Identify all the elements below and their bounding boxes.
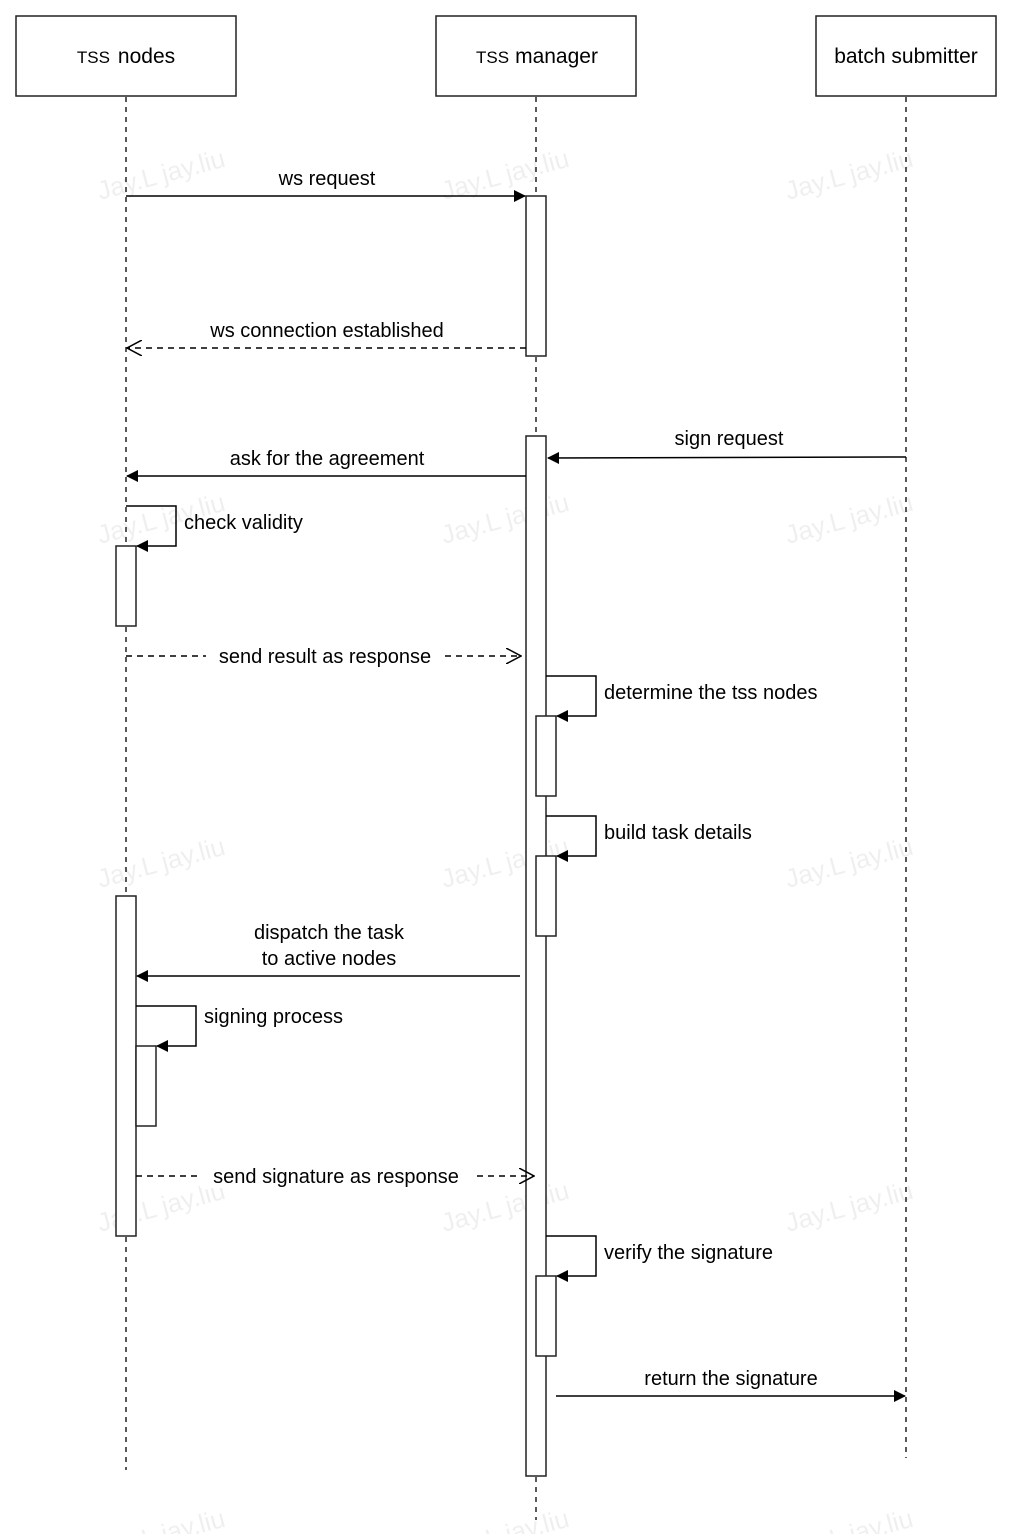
message-ws-request[interactable]: ws request	[126, 168, 526, 202]
message-dispatch-task[interactable]: dispatch the task to active nodes	[136, 922, 520, 982]
participant-box	[435, 15, 637, 97]
participant-submitter[interactable]: batch submitter	[815, 15, 997, 97]
message-label-line2: to active nodes	[262, 948, 397, 970]
watermark-text: Jay.L jay.liu	[94, 1503, 228, 1534]
message-label: send result as response	[219, 646, 431, 668]
message-return-signature[interactable]: return the signature	[556, 1368, 906, 1402]
message-arrow	[547, 451, 907, 464]
watermark-text: Jay.L jay.liu	[438, 487, 572, 550]
message-label: determine the tss nodes	[604, 682, 817, 704]
message-send-signature[interactable]: send signature as response	[136, 1164, 534, 1188]
activation-manager-determine[interactable]	[535, 715, 557, 797]
message-label: ws request	[278, 168, 376, 190]
message-label: build task details	[604, 822, 752, 844]
message-label: sign request	[675, 428, 784, 450]
message-label: signing process	[204, 1006, 343, 1028]
lifelines	[125, 97, 907, 1520]
message-label: ask for the agreement	[230, 448, 425, 470]
label-background	[206, 644, 444, 668]
participant-box	[15, 15, 237, 97]
participant-manager[interactable]: TSS manager	[435, 15, 637, 97]
message-label: dispatch the task	[254, 922, 405, 944]
activation-manager-build[interactable]	[535, 855, 557, 937]
activation-manager-2[interactable]	[525, 435, 547, 1477]
watermark-text: Jay.L jay.liu	[782, 487, 916, 550]
participant-prefix: TSS	[476, 48, 509, 67]
message-ws-connection-established[interactable]: ws connection established	[127, 320, 526, 348]
participant-label: manager	[515, 45, 598, 68]
activation-manager-verify[interactable]	[535, 1275, 557, 1357]
message-label: verify the signature	[604, 1242, 773, 1264]
watermark-text: Jay.L jay.liu	[782, 1175, 916, 1238]
messages: ws request ws connection established sig…	[126, 168, 907, 1402]
message-check-validity[interactable]: check validity	[126, 505, 303, 552]
participant-nodes[interactable]: TSS nodes	[15, 15, 237, 97]
participant-prefix: TSS	[77, 48, 110, 67]
activation-manager-1[interactable]	[525, 195, 547, 357]
watermark-text: Jay.L jay.liu	[782, 143, 916, 206]
message-signing-process[interactable]: signing process	[136, 1005, 343, 1052]
participant-label: batch submitter	[834, 45, 978, 68]
watermark-text: Jay.L jay.liu	[438, 1503, 572, 1534]
message-label: return the signature	[644, 1368, 817, 1390]
message-build-task-details[interactable]: build task details	[546, 815, 752, 862]
message-arrow	[546, 675, 597, 722]
message-ask-for-agreement[interactable]: ask for the agreement	[126, 448, 526, 482]
message-label: check validity	[184, 512, 303, 534]
message-determine-tss-nodes[interactable]: determine the tss nodes	[546, 675, 817, 722]
message-verify-signature[interactable]: verify the signature	[546, 1235, 773, 1282]
message-sign-request[interactable]: sign request	[547, 428, 907, 464]
message-arrow	[546, 1235, 597, 1282]
svg-text:batch submitter: batch submitter	[834, 45, 978, 68]
participant-label: nodes	[118, 45, 175, 68]
activations	[115, 195, 557, 1477]
activation-nodes-check[interactable]	[115, 545, 137, 627]
activation-nodes-task[interactable]	[115, 895, 137, 1237]
activation-nodes-signing[interactable]	[135, 1045, 157, 1127]
label-background	[200, 1164, 473, 1188]
watermark-text: Jay.L jay.liu	[782, 1503, 916, 1534]
message-label: send signature as response	[213, 1166, 459, 1188]
participant-box	[815, 15, 997, 97]
message-send-result[interactable]: send result as response	[126, 644, 521, 668]
message-arrow	[546, 815, 597, 862]
message-arrow	[126, 505, 177, 552]
message-arrow	[136, 1005, 197, 1052]
watermark-text: Jay.L jay.liu	[94, 831, 228, 894]
watermark-text: Jay.L jay.liu	[782, 831, 916, 894]
message-label: ws connection established	[209, 320, 443, 342]
